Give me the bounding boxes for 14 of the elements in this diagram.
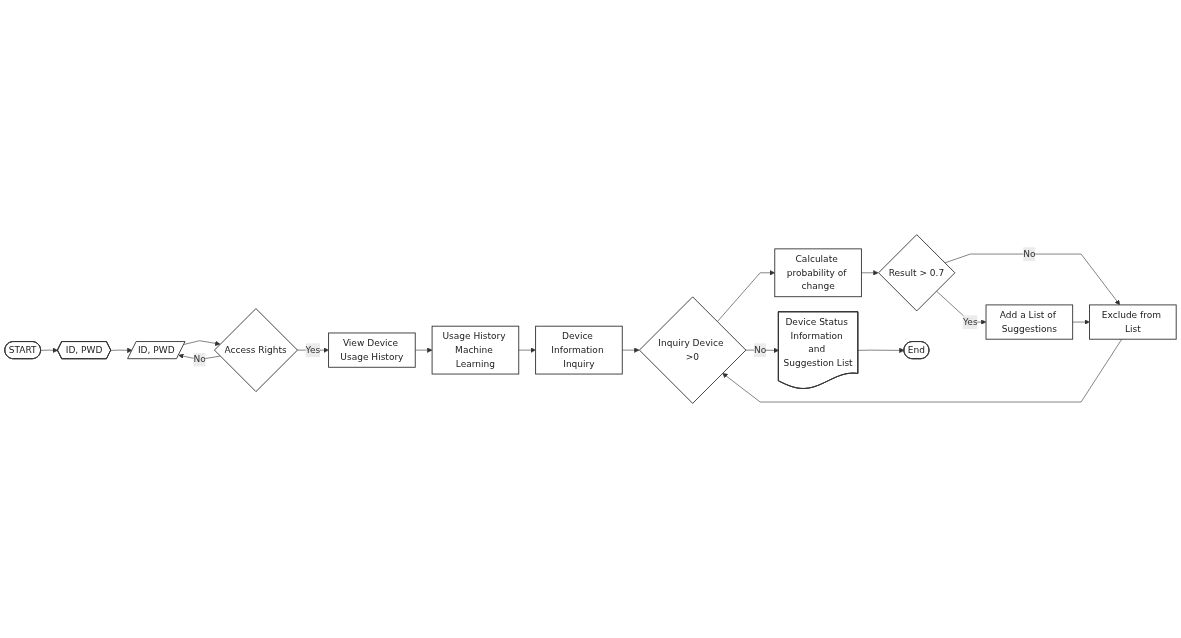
edge-label: Yes [963,316,978,328]
node-diamond: Inquiry Device >0 [638,296,747,404]
node-box: Device Information Inquiry [535,325,623,375]
node-diamond: Result > 0.7 [878,234,956,312]
node-diamond: Access Rights [214,308,298,393]
node-box: View Device Usage History [328,332,416,368]
node-box: Exclude from List [1089,304,1177,340]
edge-label: No [754,344,767,356]
edge-label: Yes [305,344,321,356]
edge-label: No [193,353,206,365]
node-box: Add a List of Suggestions [985,304,1074,340]
node-box: Calculate probability of change [774,248,862,298]
edge-label: No [1023,248,1036,260]
node-box: Usage History Machine Learning [431,325,520,375]
